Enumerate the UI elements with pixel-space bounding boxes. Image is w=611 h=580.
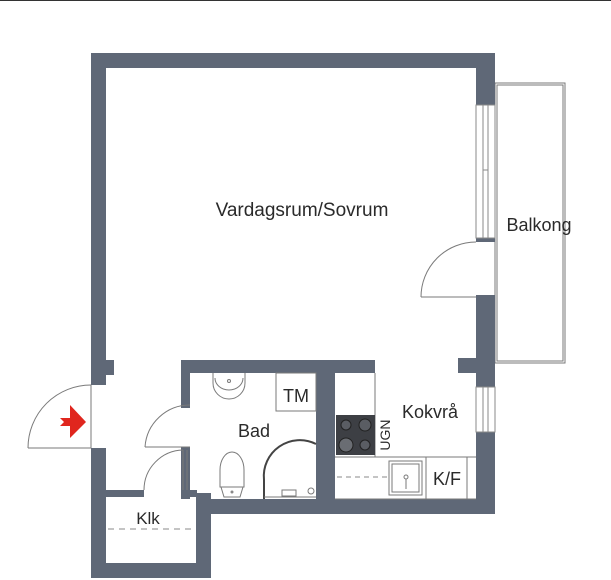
stove-icon (336, 415, 375, 455)
room-label-living: Vardagsrum/Sovrum (216, 200, 389, 221)
entrance-door (27, 384, 92, 449)
kitchen-sink-icon (388, 460, 423, 496)
window-living (475, 104, 496, 239)
toilet-icon (219, 451, 245, 498)
room-label-bath: Bad (238, 421, 270, 441)
label-oven: UGN (377, 419, 393, 450)
top-border (0, 0, 611, 1)
room-label-balcony: Balkong (506, 215, 571, 235)
entrance-arrow-icon (60, 405, 86, 438)
sink-icon (212, 373, 246, 400)
shower-icon (262, 439, 317, 499)
closet-door (143, 449, 188, 491)
label-fridge: K/F (433, 469, 461, 489)
room-label-kitchen: Kokvrå (402, 402, 459, 422)
room-label-closet: Klk (136, 509, 160, 528)
washer-box (275, 372, 317, 412)
bathroom-door (144, 404, 191, 448)
label-washer: TM (283, 386, 309, 406)
window-kitchen (475, 386, 496, 433)
walls (91, 53, 495, 578)
balcony-door (420, 241, 477, 298)
